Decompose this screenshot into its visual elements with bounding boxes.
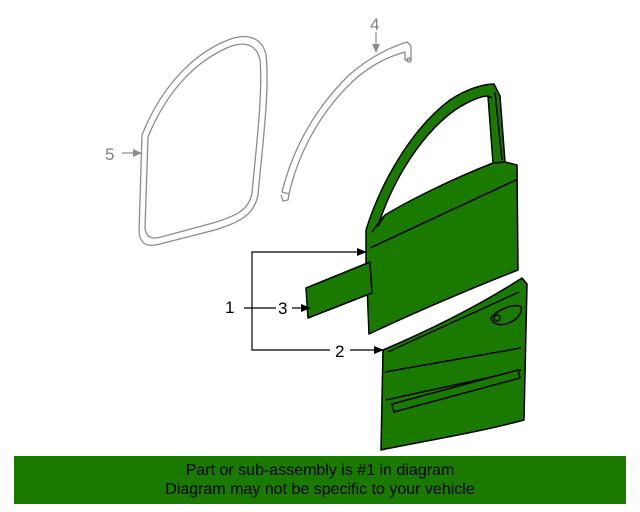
callout-1: 1 xyxy=(225,298,234,317)
part-4-frame-molding[interactable] xyxy=(280,41,412,202)
leader-lines xyxy=(244,251,378,351)
parts-diagram: 1 2 3 4 5 xyxy=(105,15,528,451)
callout-3: 3 xyxy=(278,299,287,318)
info-banner: Part or sub-assembly is #1 in diagram Di… xyxy=(14,456,626,504)
gray-leaders xyxy=(122,32,380,157)
leader-arrowheads xyxy=(301,248,384,354)
part-5-weatherstrip[interactable] xyxy=(138,36,268,247)
banner-line-1: Part or sub-assembly is #1 in diagram xyxy=(185,462,455,479)
part-2-door-shell[interactable] xyxy=(305,83,528,451)
callout-2: 2 xyxy=(335,342,344,361)
callout-4: 4 xyxy=(370,15,379,34)
callout-5: 5 xyxy=(105,145,114,164)
banner-line-2: Diagram may not be specific to your vehi… xyxy=(165,481,475,498)
